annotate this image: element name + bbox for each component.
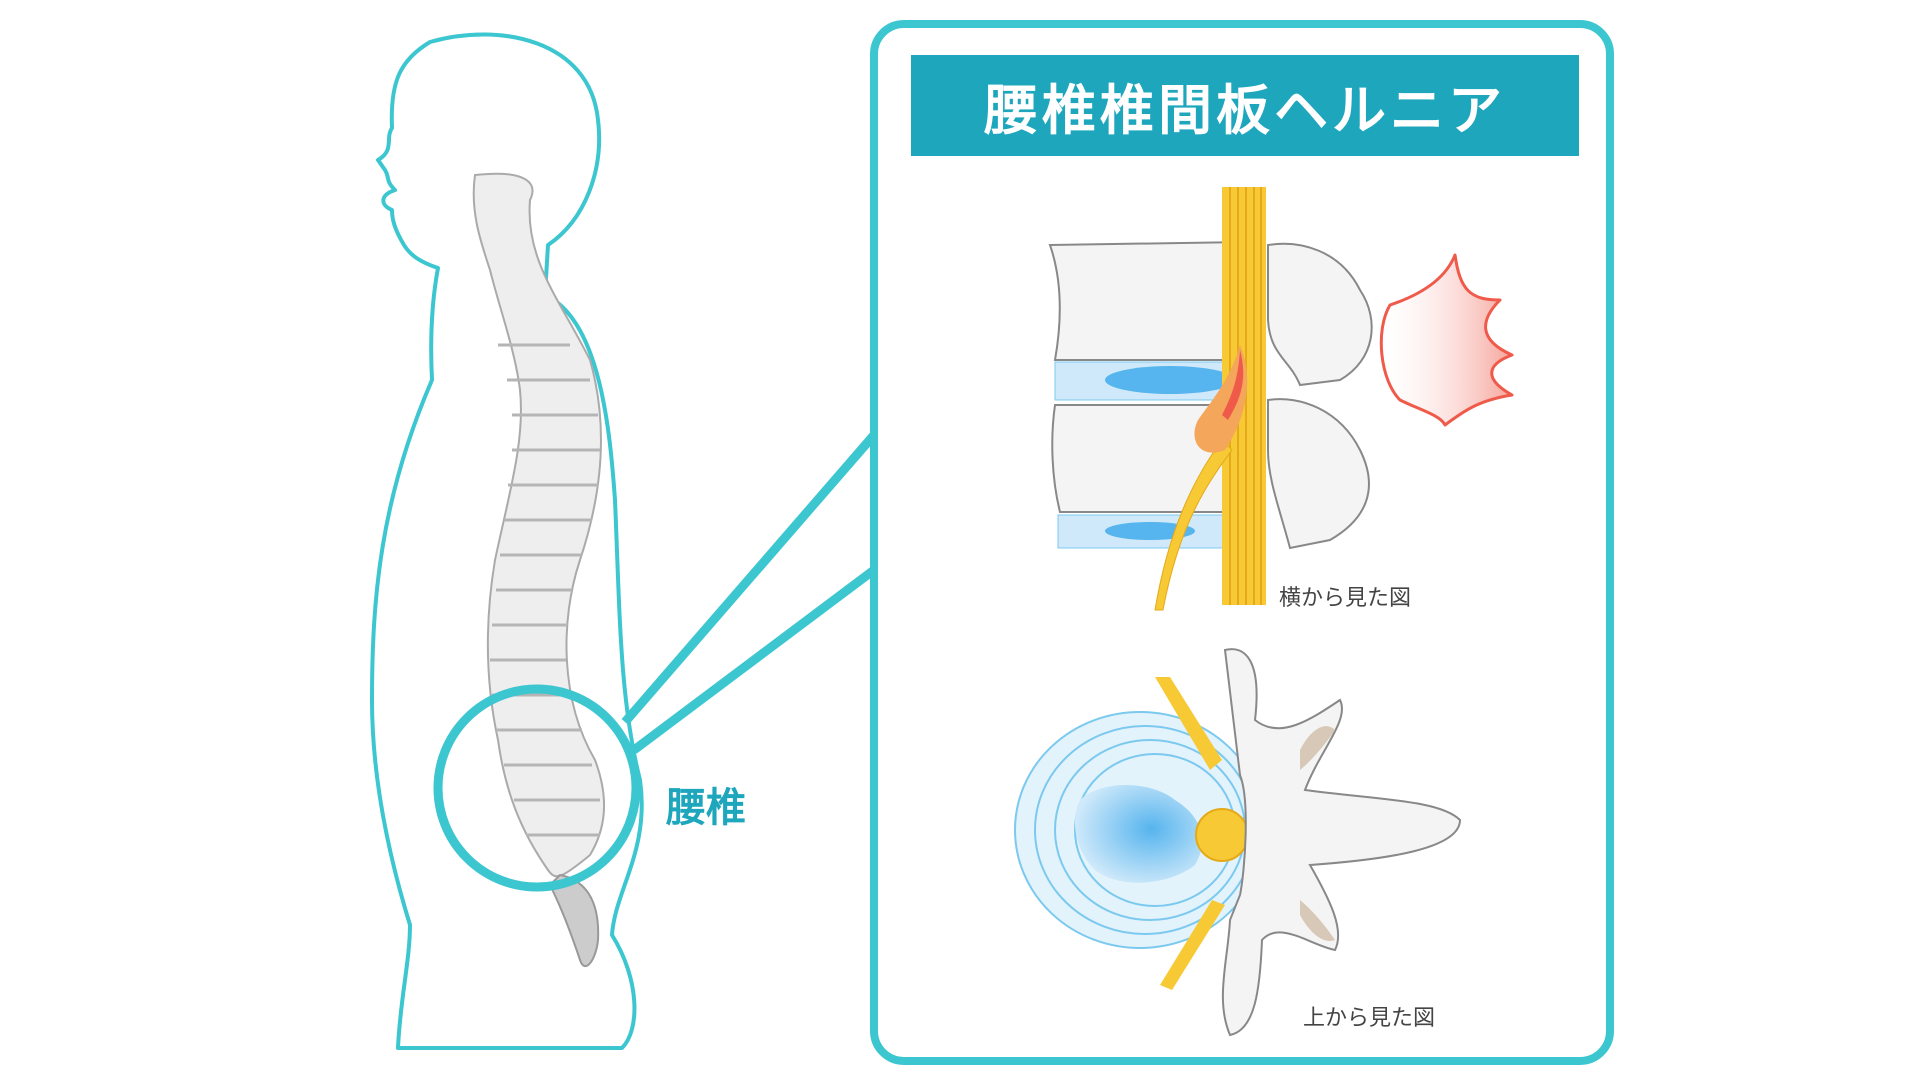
- zoom-line-bottom: [631, 566, 877, 754]
- lumbar-highlight-circle: [433, 684, 641, 892]
- pain-burst-icon: [1379, 253, 1514, 427]
- title-banner: 腰椎椎間板ヘルニア: [911, 55, 1579, 156]
- top-view-illustration: [1014, 648, 1462, 1037]
- zoom-line-top: [621, 432, 878, 725]
- sacrum: [548, 873, 600, 968]
- top-view-caption: 上から見た図: [1303, 1006, 1436, 1031]
- spine-column: [472, 172, 605, 878]
- lumbar-label: 腰椎: [666, 785, 746, 831]
- diagram-title: 腰椎椎間板ヘルニア: [984, 79, 1506, 142]
- side-view-illustration: [1048, 187, 1373, 611]
- body-outline: [370, 32, 644, 1050]
- side-view-caption: 横から見た図: [1279, 586, 1412, 611]
